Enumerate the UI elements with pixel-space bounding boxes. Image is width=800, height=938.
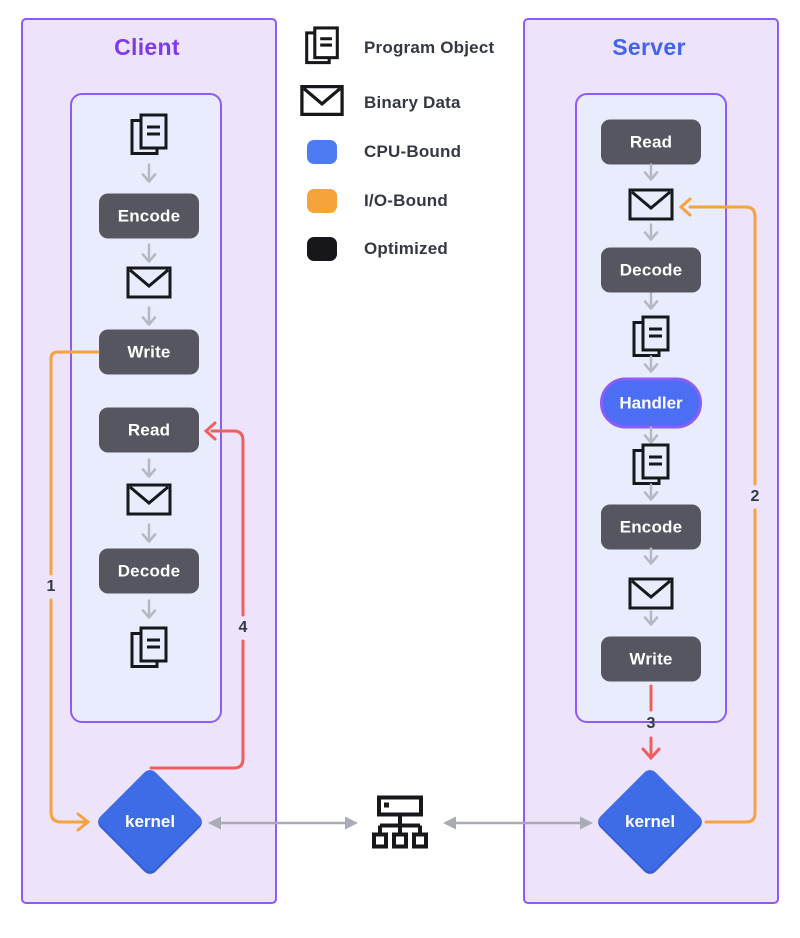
flow-arrow-down-icon: [141, 599, 157, 627]
program-object-icon: [129, 625, 169, 676]
flow-arrow-down-icon: [141, 523, 157, 551]
flow-arrow-down-icon: [643, 355, 659, 381]
server-handler-pill: Handler: [600, 377, 702, 429]
program-object-icon: [304, 25, 340, 72]
io-bound-swatch: [307, 189, 337, 213]
flow-arrow-down-icon: [141, 163, 157, 191]
flow-arrow-down-icon: [643, 292, 659, 318]
flow-arrow-down-icon: [643, 547, 659, 573]
binary-data-icon: [300, 85, 344, 122]
step-label-2: 2: [750, 488, 760, 505]
legend-label-program-object: Program Object: [364, 38, 495, 57]
arrowhead-left-icon: [443, 816, 456, 830]
flow-arrow-down-icon: [141, 243, 157, 271]
step-label-4: 4: [238, 619, 248, 636]
program-object-icon: [129, 112, 169, 163]
network-hub-icon: [370, 793, 430, 860]
flow-arrow-down-icon: [643, 163, 659, 189]
client-encode-box: Encode: [99, 193, 199, 239]
client-write-box: Write: [99, 329, 199, 375]
arrowhead-right-icon: [345, 816, 358, 830]
flow-arrow-down-icon: [643, 426, 659, 452]
flow-arrow-down-icon: [643, 223, 659, 249]
binary-data-icon: [628, 577, 674, 615]
cpu-bound-swatch: [307, 140, 337, 164]
flow-arrow-down-icon: [141, 458, 157, 486]
flow-arrow-down-icon: [141, 306, 157, 334]
program-object-icon: [631, 314, 671, 365]
step-label-1: 1: [46, 578, 56, 595]
server-title: Server: [612, 34, 686, 60]
legend-label-optimized: Optimized: [364, 239, 448, 258]
client-title: Client: [114, 34, 180, 60]
server-decode-box: Decode: [601, 247, 701, 293]
binary-data-icon: [628, 188, 674, 226]
server-write-box: Write: [601, 636, 701, 682]
binary-data-icon: [126, 266, 172, 304]
legend-label-cpu-bound: CPU-Bound: [364, 142, 462, 161]
client-read-box: Read: [99, 407, 199, 453]
legend-label-io-bound: I/O-Bound: [364, 191, 448, 210]
server-encode-box: Encode: [601, 504, 701, 550]
server-read-box: Read: [601, 119, 701, 165]
optimized-swatch: [307, 237, 337, 261]
legend-label-binary-data: Binary Data: [364, 93, 461, 112]
client-kernel-label: kernel: [124, 812, 176, 831]
binary-data-icon: [126, 483, 172, 521]
flow-arrow-down-icon: [643, 610, 659, 634]
step-label-3: 3: [646, 715, 656, 732]
program-object-icon: [631, 442, 671, 493]
flow-arrow-down-icon: [643, 483, 659, 509]
server-kernel-label: kernel: [624, 812, 676, 831]
client-decode-box: Decode: [99, 548, 199, 594]
